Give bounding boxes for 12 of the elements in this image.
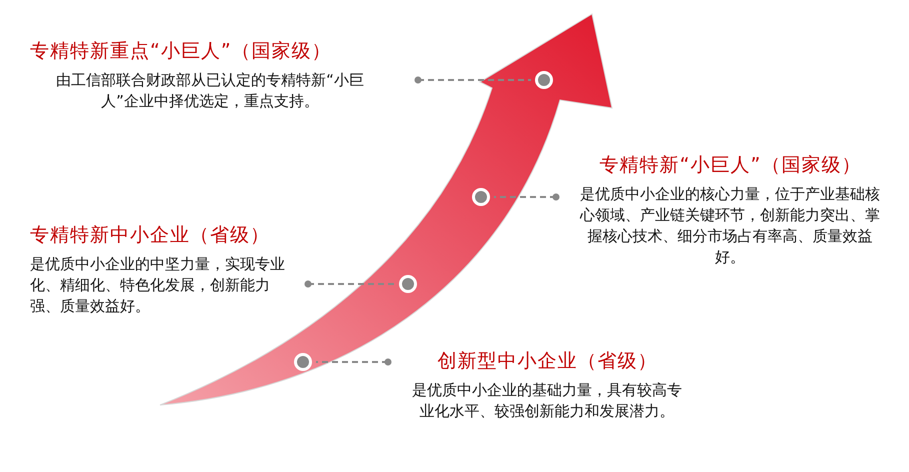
leader-line: [316, 358, 392, 366]
tier-description: 是优质中小企业的基础力量，具有较高专业化水平、较强创新能力和发展潜力。: [412, 380, 682, 422]
leader-line: [414, 76, 531, 84]
tier-description: 由工信部联合财政部从已认定的专精特新“小巨人”企业中择优选定，重点支持。: [55, 70, 365, 112]
leader-line: [304, 280, 395, 288]
tier-heading: 专精特新重点“小巨人”（国家级）: [30, 39, 333, 64]
tier-heading: 创新型中小企业（省级）: [436, 349, 658, 374]
tier-heading: 专精特新中小企业（省级）: [30, 223, 271, 248]
tier-description: 是优质中小企业的中坚力量，实现专业化、精细化、特色化发展，创新能力强、质量效益好。: [30, 254, 285, 317]
tier-heading: 专精特新“小巨人”（国家级）: [598, 153, 862, 178]
tier-description: 是优质中小企业的核心力量，位于产业基础核心领域、产业链关键环节，创新能力突出、掌握核心技术、细分市场占有率高、质量效益好。: [580, 184, 880, 268]
leader-line: [494, 194, 560, 200]
